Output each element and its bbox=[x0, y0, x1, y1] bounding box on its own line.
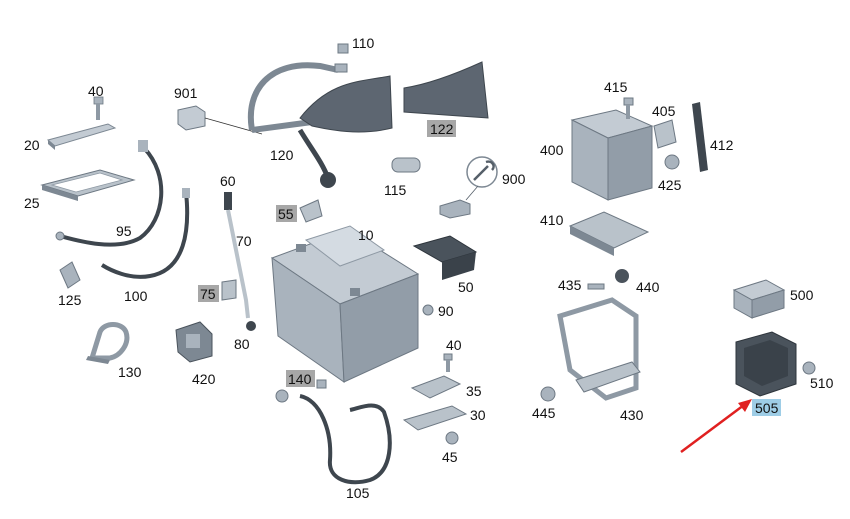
label-55[interactable]: 55 bbox=[278, 206, 294, 222]
part-500-box[interactable] bbox=[732, 279, 786, 319]
part-130-strap-clip[interactable] bbox=[86, 322, 130, 365]
label-100[interactable]: 100 bbox=[124, 288, 148, 304]
label-400[interactable]: 400 bbox=[540, 142, 564, 158]
part-55-clamp[interactable] bbox=[299, 199, 323, 223]
label-box-505 bbox=[752, 399, 781, 416]
label-405[interactable]: 405 bbox=[652, 103, 676, 119]
label-box-75 bbox=[198, 285, 219, 302]
part-120-vent-hose[interactable] bbox=[247, 62, 393, 188]
label-95[interactable]: 95 bbox=[116, 223, 132, 239]
part-25-hold-down-frame[interactable] bbox=[40, 169, 136, 201]
label-125[interactable]: 125 bbox=[58, 292, 82, 308]
part-50-cover[interactable] bbox=[412, 235, 478, 280]
label-410[interactable]: 410 bbox=[540, 212, 564, 228]
highlight-arrow bbox=[680, 399, 752, 454]
part-40-bolt-left[interactable] bbox=[93, 96, 104, 120]
part-95-cable[interactable] bbox=[55, 140, 164, 247]
part-122-bellows[interactable] bbox=[403, 61, 489, 119]
part-125-clip[interactable] bbox=[59, 261, 81, 289]
part-40-bolt-right[interactable] bbox=[443, 353, 453, 372]
label-415[interactable]: 415 bbox=[604, 79, 628, 95]
label-75[interactable]: 75 bbox=[200, 286, 216, 302]
part-80-grommet[interactable] bbox=[246, 321, 256, 331]
label-40-left[interactable]: 40 bbox=[88, 83, 104, 99]
label-box-122 bbox=[427, 120, 456, 137]
part-60-elbow[interactable] bbox=[224, 192, 232, 210]
label-430[interactable]: 430 bbox=[620, 407, 644, 423]
label-445[interactable]: 445 bbox=[532, 405, 556, 421]
label-505[interactable]: 505 bbox=[755, 400, 779, 416]
label-900[interactable]: 900 bbox=[502, 171, 526, 187]
part-100-cable[interactable] bbox=[100, 188, 190, 279]
part-110-nut[interactable] bbox=[334, 43, 349, 73]
label-50[interactable]: 50 bbox=[458, 279, 474, 295]
part-10-battery[interactable] bbox=[270, 225, 420, 383]
label-60[interactable]: 60 bbox=[220, 173, 236, 189]
label-120[interactable]: 120 bbox=[270, 147, 294, 163]
part-75-clip[interactable] bbox=[221, 279, 237, 301]
part-425-nut[interactable] bbox=[664, 154, 680, 170]
part-440-nut[interactable] bbox=[615, 269, 629, 283]
part-420-bracket[interactable] bbox=[175, 321, 213, 363]
label-105[interactable]: 105 bbox=[346, 485, 370, 501]
label-80[interactable]: 80 bbox=[234, 336, 250, 352]
part-115-plug[interactable] bbox=[391, 157, 421, 173]
label-40-right[interactable]: 40 bbox=[446, 337, 462, 353]
label-45[interactable]: 45 bbox=[442, 449, 458, 465]
part-400-battery-small[interactable] bbox=[570, 109, 654, 201]
label-90[interactable]: 90 bbox=[438, 303, 454, 319]
part-900-wrench-cap[interactable] bbox=[439, 156, 498, 219]
part-412-rod[interactable] bbox=[692, 102, 708, 172]
part-415-bolt[interactable] bbox=[623, 97, 634, 119]
label-20[interactable]: 20 bbox=[24, 137, 40, 153]
label-500[interactable]: 500 bbox=[790, 287, 814, 303]
label-425[interactable]: 425 bbox=[658, 177, 682, 193]
label-510[interactable]: 510 bbox=[810, 375, 834, 391]
label-115[interactable]: 115 bbox=[384, 182, 407, 198]
label-box-140 bbox=[286, 370, 315, 387]
part-430-carrier[interactable] bbox=[557, 297, 641, 401]
part-410-tray[interactable] bbox=[568, 211, 650, 256]
label-122[interactable]: 122 bbox=[430, 121, 454, 137]
part-35-bracket[interactable] bbox=[410, 375, 462, 399]
label-70[interactable]: 70 bbox=[236, 233, 252, 249]
part-445-nut[interactable] bbox=[540, 386, 556, 402]
label-25[interactable]: 25 bbox=[24, 195, 40, 211]
part-45-nut[interactable] bbox=[445, 431, 459, 445]
label-110[interactable]: 110 bbox=[352, 35, 375, 51]
label-440[interactable]: 440 bbox=[636, 279, 660, 295]
label-10[interactable]: 10 bbox=[358, 227, 374, 243]
part-510-nut[interactable] bbox=[802, 361, 816, 375]
part-30-clamp[interactable] bbox=[402, 405, 468, 431]
part-435-bolt[interactable] bbox=[587, 283, 605, 290]
label-box-55 bbox=[276, 205, 297, 222]
label-435[interactable]: 435 bbox=[558, 277, 582, 293]
label-35[interactable]: 35 bbox=[466, 383, 482, 399]
part-105-cable[interactable] bbox=[275, 389, 392, 485]
label-901[interactable]: 901 bbox=[174, 85, 198, 101]
label-412[interactable]: 412 bbox=[710, 137, 734, 153]
part-140-nut[interactable] bbox=[316, 379, 327, 389]
part-505-holder[interactable] bbox=[735, 331, 797, 397]
label-30[interactable]: 30 bbox=[470, 407, 486, 423]
part-70-hose[interactable] bbox=[226, 209, 250, 319]
label-130[interactable]: 130 bbox=[118, 364, 142, 380]
part-405-bracket[interactable] bbox=[653, 119, 677, 149]
label-140[interactable]: 140 bbox=[288, 371, 312, 387]
part-90-screw[interactable] bbox=[422, 304, 434, 316]
part-20-bracket-bar[interactable] bbox=[46, 123, 117, 150]
label-420[interactable]: 420 bbox=[192, 371, 216, 387]
